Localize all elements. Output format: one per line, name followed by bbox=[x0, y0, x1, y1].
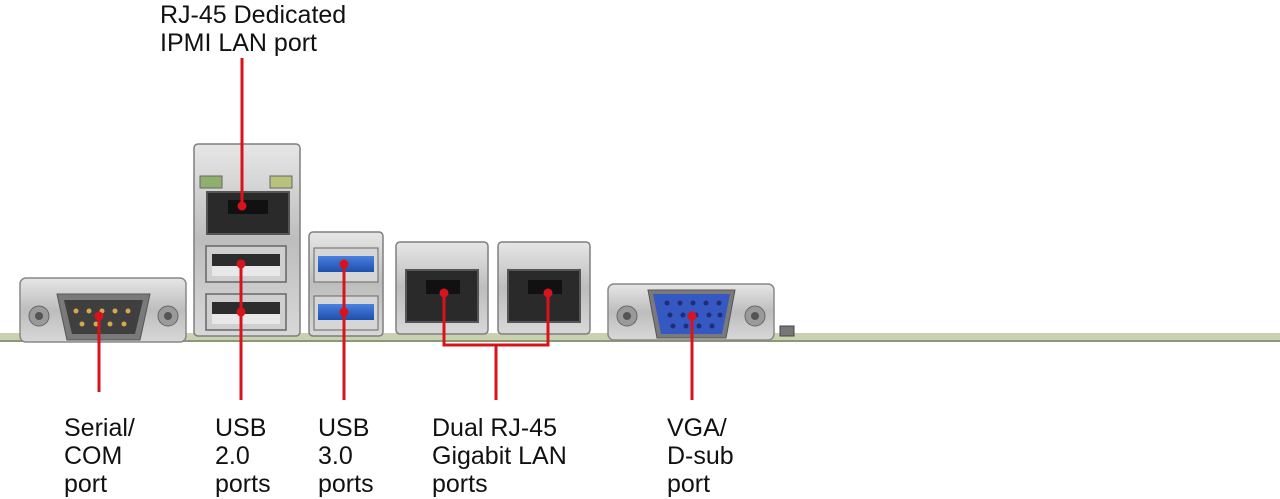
label-line: 3.0 bbox=[318, 442, 353, 470]
callout-dot-lan-1 bbox=[439, 288, 449, 298]
label-line: Dual RJ-45 bbox=[432, 414, 558, 442]
label-line: USB bbox=[215, 414, 267, 442]
label-ipmi-lan-port: RJ-45 Dedicated IPMI LAN port bbox=[160, 1, 346, 57]
label-line: port bbox=[667, 470, 711, 498]
callout-dot-usb3-top bbox=[339, 259, 349, 269]
callout-dot-usb3-bottom bbox=[339, 307, 349, 317]
label-line: Serial/ bbox=[64, 414, 135, 442]
label-line: IPMI LAN port bbox=[160, 29, 317, 57]
vga-port bbox=[607, 283, 795, 341]
callout-lines bbox=[97, 58, 694, 400]
label-line: VGA/ bbox=[667, 414, 727, 442]
callout-dot-serial bbox=[94, 311, 104, 321]
label-line: ports bbox=[318, 470, 374, 498]
callout-dot-vga bbox=[687, 311, 697, 321]
label-dual-lan-ports: Dual RJ-45 Gigabit LAN ports bbox=[432, 414, 567, 498]
label-line: D-sub bbox=[667, 442, 734, 470]
label-serial-com-port: Serial/ COM port bbox=[64, 414, 135, 498]
label-line: ports bbox=[432, 470, 488, 498]
label-vga-port: VGA/ D-sub port bbox=[667, 414, 734, 498]
usb3-stack bbox=[308, 231, 384, 337]
label-usb3-ports: USB 3.0 ports bbox=[318, 414, 374, 498]
callout-dot-lan-2 bbox=[543, 288, 553, 298]
label-line: ports bbox=[215, 470, 271, 498]
callout-dot-ipmi bbox=[237, 201, 247, 211]
callout-dot-usb2-top bbox=[236, 259, 246, 269]
callout-dots bbox=[94, 201, 697, 321]
serial-port bbox=[19, 277, 187, 343]
ipmi-usb2-stack bbox=[193, 143, 301, 337]
label-line: USB bbox=[318, 414, 370, 442]
dual-lan-ports bbox=[395, 241, 591, 335]
label-line: 2.0 bbox=[215, 442, 250, 470]
label-line: RJ-45 Dedicated bbox=[160, 1, 347, 29]
label-line: port bbox=[64, 470, 108, 498]
label-usb2-ports: USB 2.0 ports bbox=[215, 414, 271, 498]
label-line: COM bbox=[64, 442, 123, 470]
label-line: Gigabit LAN bbox=[432, 442, 567, 470]
callout-dot-usb2-bottom bbox=[236, 307, 246, 317]
